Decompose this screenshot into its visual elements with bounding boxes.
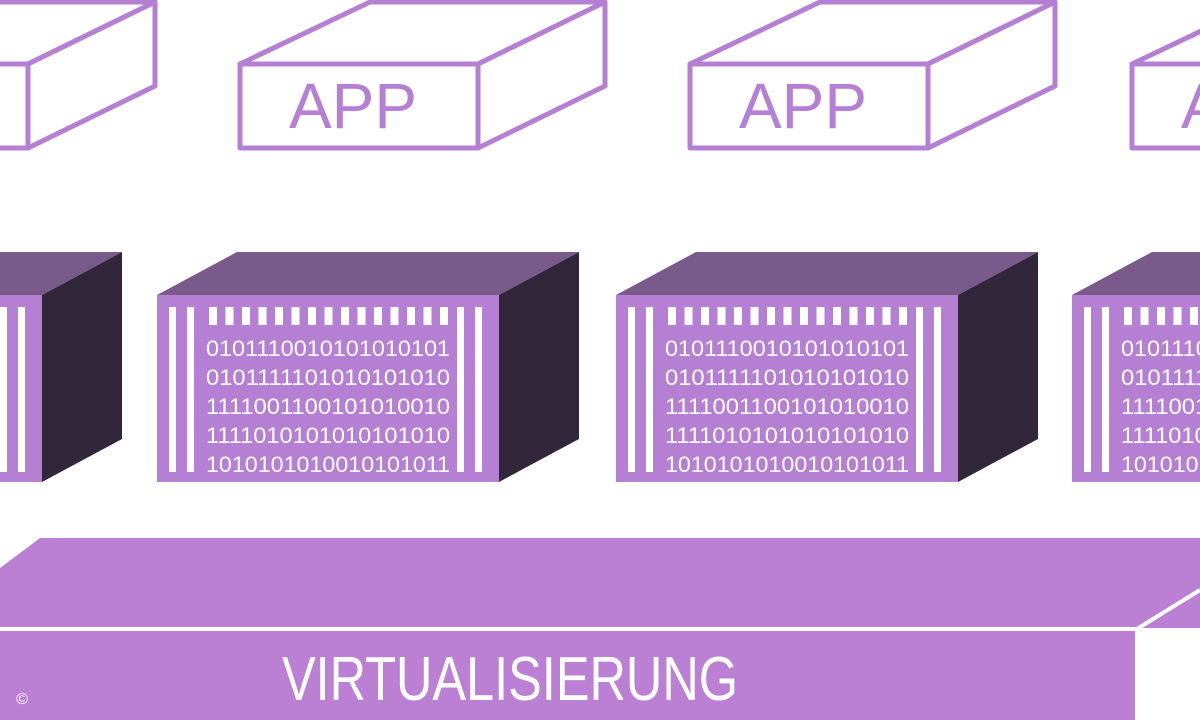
barcode-tick xyxy=(324,307,333,325)
binary-line: 1111001100101010010 xyxy=(1121,394,1200,419)
binary-line: 1010101010010101011 xyxy=(665,452,909,477)
copyright-badge: © xyxy=(16,691,28,708)
barcode-tick xyxy=(701,307,709,325)
barcode-tick xyxy=(849,307,858,325)
barcode-tick xyxy=(1124,307,1132,325)
barcode-tick xyxy=(717,307,726,325)
binary-line: 0101110010101010101 xyxy=(206,336,450,361)
barcode-tick xyxy=(866,307,874,325)
barcode-tick xyxy=(275,307,283,325)
container-box-front xyxy=(616,295,958,482)
binary-line: 0101111101010101010 xyxy=(1121,365,1200,390)
barcode-tick xyxy=(341,307,349,325)
binary-line: 0101111101010101010 xyxy=(665,365,909,390)
container-box-top xyxy=(1072,252,1200,295)
app-label: APP xyxy=(1181,70,1200,142)
barcode-tick xyxy=(357,307,366,325)
barcode-tick xyxy=(258,307,267,325)
virtualization-label: VIRTUALISIERUNG xyxy=(282,645,738,714)
base-slab-top xyxy=(0,538,1200,628)
barcode-tick xyxy=(440,307,448,325)
barcode-tick xyxy=(816,307,825,325)
app-box: APP xyxy=(687,0,1058,151)
barcode-tick xyxy=(308,307,316,325)
barcode-tick xyxy=(209,307,217,325)
barcode-tick xyxy=(225,307,234,325)
binary-line: 1111010101010101010 xyxy=(206,423,450,448)
binary-line: 1010101010010101011 xyxy=(1121,452,1200,477)
binary-line: 1111010101010101010 xyxy=(1121,423,1200,448)
barcode-tick xyxy=(783,307,792,325)
container-box: 0101110010101010101 0101111101010101010 11… xyxy=(1072,252,1200,482)
container-box-side xyxy=(42,252,122,482)
barcode-bar xyxy=(18,307,25,472)
app-box-front xyxy=(1129,61,1200,151)
app-box: APP xyxy=(1129,28,1200,151)
container-box-side xyxy=(499,252,579,482)
app-box-front xyxy=(237,61,481,151)
binary-line: 1010101010010101011 xyxy=(206,452,450,477)
barcode-tick xyxy=(423,307,432,325)
app-label: APP xyxy=(289,70,417,142)
container-box-front xyxy=(1072,295,1200,482)
barcode-bar xyxy=(916,307,923,472)
barcode-bar xyxy=(934,307,941,472)
barcode-tick xyxy=(1157,307,1165,325)
container-box-front xyxy=(157,295,499,482)
virtualization-layer: VIRTUALISIERUNG xyxy=(0,538,1200,720)
container-row: 0101110010101010101 0101111101010101010 11… xyxy=(0,252,1200,482)
binary-line: 0101110010101010101 xyxy=(665,336,909,361)
barcode-tick xyxy=(242,307,250,325)
barcode-bar xyxy=(1102,307,1109,472)
container-box: 0101110010101010101 0101111101010101010 11… xyxy=(616,252,1038,482)
barcode-tick xyxy=(882,307,891,325)
container-box-top xyxy=(616,252,1038,295)
binary-line: 0101110010101010101 xyxy=(1121,336,1200,361)
barcode-tick xyxy=(734,307,742,325)
container-box: 0101110010101010101010111110101010101011… xyxy=(0,252,122,482)
binary-line: 1111001100101010010 xyxy=(206,394,450,419)
barcode-bar xyxy=(187,307,194,472)
binary-line: 0101111101010101010 xyxy=(206,365,450,390)
app-row: APP APP APP APP xyxy=(0,0,1200,151)
app-box-top xyxy=(1129,28,1200,67)
container-box-side xyxy=(958,252,1038,482)
barcode-bar xyxy=(1084,307,1091,472)
barcode-tick xyxy=(407,307,415,325)
app-box-front xyxy=(0,61,31,151)
barcode-tick xyxy=(1140,307,1149,325)
container-box: 0101110010101010101 0101111101010101010 11… xyxy=(157,252,579,482)
app-box: APP xyxy=(0,0,158,151)
barcode-tick xyxy=(833,307,841,325)
barcode-tick xyxy=(767,307,775,325)
binary-line: 1111001100101010010 xyxy=(665,394,909,419)
barcode-bar xyxy=(646,307,653,472)
app-box: APP xyxy=(237,0,608,151)
container-box-top xyxy=(157,252,579,295)
barcode-tick xyxy=(668,307,676,325)
barcode-tick xyxy=(800,307,808,325)
barcode-tick xyxy=(684,307,693,325)
base-slab-top-edge xyxy=(1135,588,1200,631)
barcode-tick xyxy=(291,307,300,325)
barcode-tick xyxy=(1173,307,1182,325)
barcode-tick xyxy=(899,307,907,325)
container-box-top xyxy=(0,252,122,295)
barcode-tick xyxy=(750,307,759,325)
base-slab-front xyxy=(0,630,1136,720)
app-label: APP xyxy=(739,70,867,142)
app-box-front xyxy=(687,61,931,151)
binary-line: 1111010101010101010 xyxy=(665,423,909,448)
barcode-tick xyxy=(1190,307,1198,325)
barcode-bar xyxy=(628,307,635,472)
barcode-tick xyxy=(390,307,399,325)
copyright-symbol: © xyxy=(16,691,28,708)
barcode-bar xyxy=(457,307,464,472)
barcode-bar xyxy=(0,307,7,472)
barcode-bar xyxy=(169,307,176,472)
barcode-tick xyxy=(374,307,382,325)
barcode-bar xyxy=(475,307,482,472)
